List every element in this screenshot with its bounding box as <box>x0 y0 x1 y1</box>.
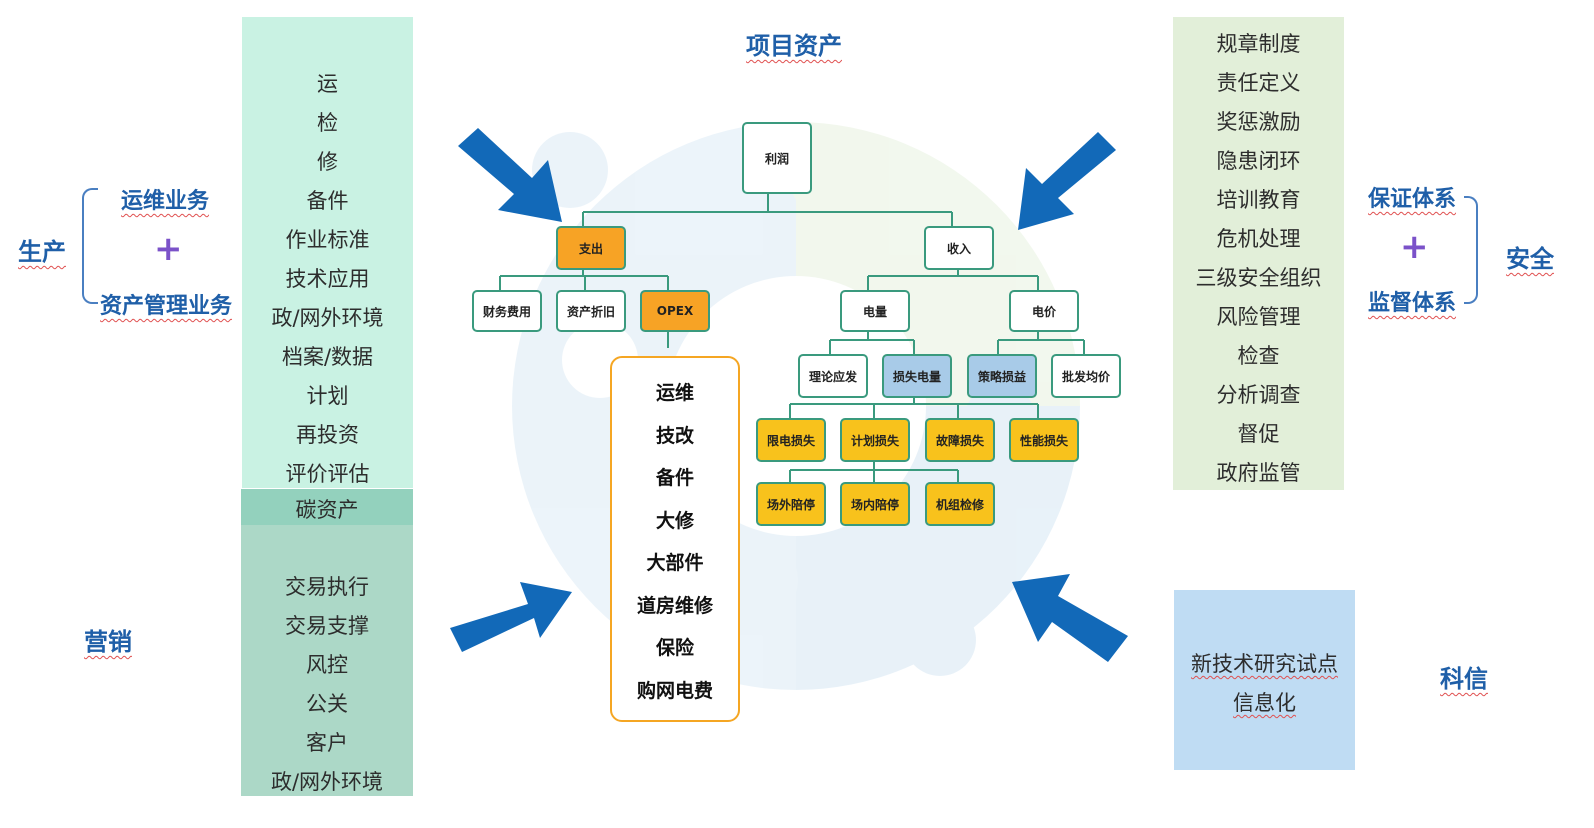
production-items-list: 运 检 修 备件 作业标准 技术应用 政/网外环境 档案/数据 计划 再投资 评… <box>242 65 413 494</box>
page-title: 项目资产 <box>746 32 842 60</box>
safety-item: 责任定义 <box>1216 71 1301 95</box>
opex-item: 运维 <box>655 382 694 404</box>
safety-items-list: 规章制度 责任定义 奖惩激励 隐患闭环 培训教育 危机处理 三级安全组织 风险管… <box>1173 25 1344 493</box>
arrow-bottom-right-icon <box>1012 574 1128 662</box>
production-item: 作业标准 <box>285 228 370 252</box>
marketing-label: 营销 <box>84 628 132 656</box>
marketing-item: 交易支撑 <box>285 614 369 638</box>
safety-item: 规章制度 <box>1216 32 1301 56</box>
node-fault-loss: 故障损失 <box>925 418 995 462</box>
safety-item: 政府监管 <box>1216 461 1301 485</box>
node-theory-output: 理论应发 <box>798 354 868 398</box>
tech-items-panel: 新技术研究试点 信息化 <box>1174 590 1355 770</box>
node-power-price: 电价 <box>1009 290 1079 332</box>
production-item: 计划 <box>306 384 349 408</box>
node-depreciation: 资产折旧 <box>556 290 626 332</box>
production-item: 档案/数据 <box>281 345 374 369</box>
node-onsite-outage: 场内陪停 <box>840 482 910 526</box>
production-branch-bottom: 资产管理业务 <box>100 294 233 319</box>
safety-item: 风险管理 <box>1216 305 1301 329</box>
marketing-item: 风控 <box>306 653 348 677</box>
safety-item: 奖惩激励 <box>1216 110 1301 134</box>
production-plus-icon: + <box>154 229 183 269</box>
carbon-asset-label: 碳资产 <box>295 498 359 522</box>
safety-label: 安全 <box>1506 245 1554 273</box>
tech-label: 科信 <box>1440 665 1488 693</box>
tech-item: 信息化 <box>1233 691 1296 715</box>
safety-item: 督促 <box>1237 422 1280 446</box>
carbon-asset-band: 碳资产 <box>241 489 413 525</box>
node-finance-cost: 财务费用 <box>472 290 542 332</box>
node-expense: 支出 <box>556 226 626 270</box>
arrow-bottom-left-icon <box>450 582 572 652</box>
node-curtail-loss: 限电损失 <box>756 418 826 462</box>
tech-items-list: 新技术研究试点 信息化 <box>1174 645 1355 723</box>
production-label: 生产 <box>18 238 66 266</box>
node-opex: OPEX <box>640 290 710 332</box>
tech-item: 新技术研究试点 <box>1191 652 1338 676</box>
opex-detail-list: 运维 技改 备件 大修 大部件 道房维修 保险 购网电费 <box>612 358 738 712</box>
production-items-panel: 运 检 修 备件 作业标准 技术应用 政/网外环境 档案/数据 计划 再投资 评… <box>242 17 413 488</box>
production-branch-top: 运维业务 <box>121 189 210 214</box>
safety-branch-top: 保证体系 <box>1368 187 1457 212</box>
node-planned-loss: 计划损失 <box>840 418 910 462</box>
opex-item: 购网电费 <box>636 679 713 702</box>
marketing-item: 客户 <box>306 731 348 755</box>
safety-items-panel: 规章制度 责任定义 奖惩激励 隐患闭环 培训教育 危机处理 三级安全组织 风险管… <box>1173 17 1344 490</box>
opex-item: 大部件 <box>646 552 704 574</box>
node-power-volume: 电量 <box>840 290 910 332</box>
marketing-item: 政/网外环境 <box>270 770 384 794</box>
safety-plus-icon: + <box>1400 227 1429 267</box>
safety-item: 培训教育 <box>1216 188 1301 212</box>
production-item: 评价评估 <box>285 462 370 486</box>
safety-item: 三级安全组织 <box>1195 266 1322 290</box>
production-item: 再投资 <box>296 423 359 447</box>
marketing-item: 交易执行 <box>285 575 369 599</box>
node-lost-power: 损失电量 <box>882 354 952 398</box>
marketing-items-list: 交易执行 交易支撑 风控 公关 客户 政/网外环境 <box>241 568 413 802</box>
safety-item: 分析调查 <box>1216 383 1301 407</box>
opex-item: 备件 <box>655 467 694 489</box>
production-bracket <box>82 188 98 304</box>
opex-item: 大修 <box>655 509 694 532</box>
node-unit-maintenance: 机组检修 <box>925 482 995 526</box>
safety-item: 检查 <box>1237 344 1280 368</box>
node-profit: 利润 <box>742 122 812 194</box>
opex-item: 保险 <box>655 637 694 659</box>
safety-item: 隐患闭环 <box>1216 149 1301 173</box>
opex-detail-box: 运维 技改 备件 大修 大部件 道房维修 保险 购网电费 <box>610 356 740 722</box>
marketing-items-panel: 交易执行 交易支撑 风控 公关 客户 政/网外环境 <box>241 525 413 796</box>
node-income: 收入 <box>924 226 994 270</box>
production-item: 运 <box>317 72 338 96</box>
node-wholesale-price: 批发均价 <box>1051 354 1121 398</box>
opex-item: 道房维修 <box>636 594 713 617</box>
opex-item: 技改 <box>655 424 694 447</box>
production-item: 技术应用 <box>285 267 370 291</box>
production-item: 修 <box>317 150 338 174</box>
safety-item: 危机处理 <box>1216 227 1301 251</box>
node-performance-loss: 性能损失 <box>1009 418 1079 462</box>
production-item: 检 <box>317 111 338 135</box>
safety-branch-bottom: 监督体系 <box>1368 291 1457 316</box>
safety-bracket <box>1464 196 1478 304</box>
node-strategy-gain: 策略损益 <box>967 354 1037 398</box>
node-offsite-outage: 场外陪停 <box>756 482 826 526</box>
arrow-top-left-icon <box>458 128 562 222</box>
production-item: 备件 <box>306 189 349 213</box>
production-item: 政/网外环境 <box>271 306 384 330</box>
arrow-top-right-icon <box>1018 132 1116 230</box>
marketing-item: 公关 <box>306 692 348 716</box>
